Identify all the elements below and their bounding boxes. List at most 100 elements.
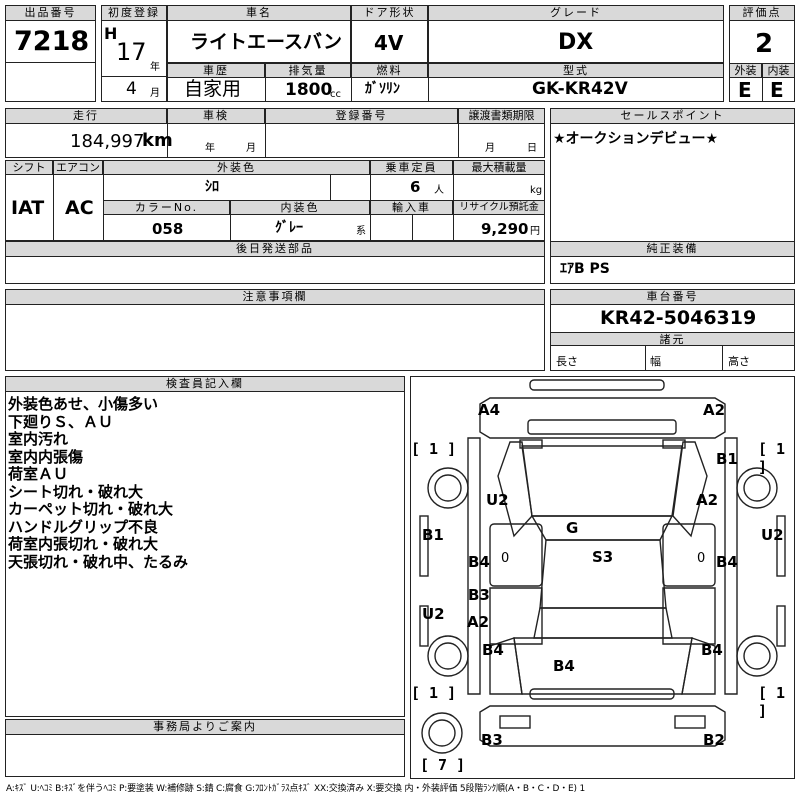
mark-a2-top: A2 — [703, 401, 726, 419]
displacement: 1800 — [285, 80, 333, 100]
fuel: ｶﾞｿﾘﾝ — [365, 81, 400, 97]
shift-label: シフト — [5, 160, 53, 175]
ac: AC — [65, 197, 94, 219]
mark-b3-bottom: B3 — [481, 731, 503, 749]
later-parts-label: 後日発送部品 — [5, 241, 545, 257]
interior-color: ｸﾞﾚｰ — [275, 220, 303, 236]
inspection-label: 車検 — [167, 108, 265, 124]
model: GK-KR42V — [532, 79, 628, 99]
history: 自家用 — [184, 78, 242, 100]
displacement-unit: cc — [330, 89, 341, 100]
lot-box — [5, 5, 96, 102]
mark-u2-left-lower: U2 — [422, 605, 445, 623]
transfer-label: 譲渡書類期限 — [458, 108, 545, 124]
first-reg-month: 4 — [126, 79, 137, 99]
score-label: 評価点 — [729, 5, 795, 21]
inspector-note: シート切れ・破れ大 — [8, 482, 144, 501]
inspector-note: 荷室内張切れ・破れ大 — [8, 535, 159, 553]
inspector-note: 下廻りＳ、ＡＵ — [8, 412, 114, 431]
mark-zero-left: 0 — [501, 551, 510, 566]
fuel-label: 燃料 — [351, 63, 428, 78]
inspector-note: 外装色あせ、小傷多い — [8, 395, 159, 413]
genuine-label: 純正装備 — [550, 241, 795, 257]
genuine-equipment: ｴｱB PS — [560, 261, 610, 277]
exterior-label: 外装 — [729, 63, 762, 78]
mark-b1-left: B1 — [422, 526, 444, 544]
mark-u2-right: U2 — [761, 526, 784, 544]
mark-g: G — [566, 519, 579, 537]
inspector-note: カーペット切れ・破れ大 — [8, 500, 174, 518]
mileage-label: 走行 — [5, 108, 167, 124]
car-diagram — [419, 379, 786, 754]
mark-b4-bottom-right: B4 — [701, 641, 723, 659]
sales-point-label: セールスポイント — [550, 108, 795, 124]
model-label: 型式 — [428, 63, 724, 78]
first-reg-label: 初度登録 — [101, 5, 167, 21]
insp-month-unit: 月 — [246, 143, 256, 154]
sales-point: ★オークションデビュー★ — [553, 131, 719, 147]
chassis-label: 車台番号 — [550, 289, 795, 305]
diagram-box — [410, 376, 795, 779]
legend: A:ｷｽﾞ U:ﾍｺﾐ B:ｷｽﾞを伴うﾍｺﾐ P:要塗装 W:補修跡 S:錆 … — [6, 784, 585, 794]
first-reg-box — [101, 5, 167, 102]
specs-label: 諸元 — [550, 332, 795, 346]
inspector-label: 検査員記入欄 — [5, 376, 405, 392]
mark-b4-right: B4 — [716, 553, 738, 571]
month-unit: 月 — [150, 88, 160, 99]
recycle-label: リサイクル預託金 — [453, 200, 545, 215]
year-unit: 年 — [150, 62, 160, 73]
inspector-note: 室内内張傷 — [8, 447, 84, 466]
inspector-box — [5, 376, 405, 717]
chassis-number: KR42-5046319 — [600, 307, 757, 329]
import-label: 輸入車 — [370, 200, 453, 215]
capacity-label: 乗車定員 — [370, 160, 453, 175]
color-no-label: カラーNo. — [103, 200, 230, 215]
lot-label: 出品番号 — [5, 5, 96, 21]
score: 2 — [755, 29, 774, 59]
mark-s3: S3 — [592, 548, 614, 566]
capacity: 6 — [410, 178, 421, 196]
insp-year-unit: 年 — [205, 143, 215, 154]
interior-label: 内装 — [762, 63, 795, 78]
color-no: 058 — [152, 220, 184, 238]
first-reg-year: 17 — [116, 38, 147, 66]
height-label: 高さ — [728, 355, 750, 368]
lot-number: 7218 — [14, 26, 90, 57]
shift: IAT — [11, 197, 45, 219]
tire-rr-rating: [ 1 ] — [758, 684, 786, 720]
car-name-label: 車名 — [167, 5, 351, 21]
grade: DX — [558, 30, 594, 55]
door-type: 4V — [374, 31, 404, 55]
tire-fl-rating: [ 1 ] — [411, 440, 457, 458]
interior-color-label: 内装色 — [230, 200, 370, 215]
exterior-color: ｼﾛ — [205, 179, 219, 195]
spare-tire-rating: [ 7 ] — [420, 756, 466, 774]
inspector-note: 荷室ＡＵ — [8, 465, 69, 483]
maxload-unit: kg — [530, 185, 543, 196]
tire-rl-rating: [ 1 ] — [411, 684, 457, 702]
mark-b4-left: B4 — [468, 553, 490, 571]
interior-color-unit: 系 — [356, 226, 366, 237]
inspector-note: 天張切れ・破れ中、たるみ — [8, 552, 189, 571]
mark-b4-bottom-left: B4 — [482, 641, 504, 659]
caution-label: 注意事項欄 — [5, 289, 545, 305]
width-label: 幅 — [650, 355, 661, 368]
exterior-grade: E — [738, 78, 752, 102]
interior-grade: E — [770, 78, 784, 102]
mileage: 184,997 — [70, 131, 145, 152]
door-label: ドア形状 — [351, 5, 428, 21]
mark-b4-center: B4 — [553, 657, 575, 675]
mark-zero-right: 0 — [697, 551, 706, 566]
recycle: 9,290 — [481, 220, 529, 238]
length-label: 長さ — [556, 355, 578, 368]
recycle-unit: 円 — [530, 226, 540, 237]
reg-no-label: 登録番号 — [265, 108, 458, 124]
mileage-unit: km — [142, 130, 173, 151]
tire-fr-rating: [ 1 ] — [758, 440, 786, 476]
history-label: 車歴 — [167, 63, 265, 78]
inspector-note: 室内汚れ — [8, 430, 69, 448]
mark-a2-right: A2 — [696, 491, 719, 509]
transfer-month-unit: 月 — [485, 143, 495, 154]
mark-b3: B3 — [468, 586, 490, 604]
